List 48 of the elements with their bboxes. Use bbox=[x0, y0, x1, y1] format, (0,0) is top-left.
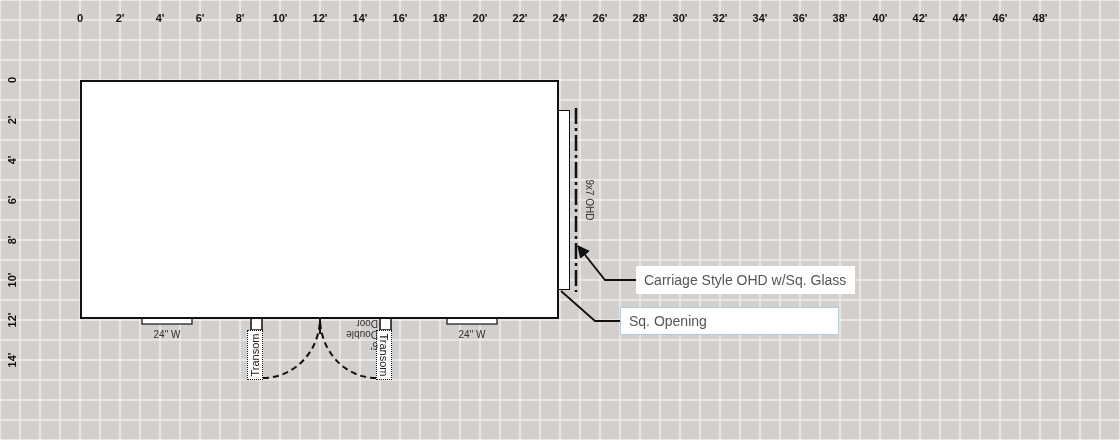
ruler-label: 24' bbox=[552, 12, 568, 24]
ruler-label: 16' bbox=[392, 12, 408, 24]
ruler-label: 32' bbox=[712, 12, 728, 24]
callout-text: Sq. Opening bbox=[629, 313, 707, 329]
ruler-label: 10' bbox=[6, 272, 18, 288]
ruler-label: 10' bbox=[272, 12, 288, 24]
building-outline bbox=[80, 80, 559, 319]
ruler-label: 48' bbox=[1032, 12, 1048, 24]
leader-line bbox=[577, 245, 637, 281]
ruler-label: 0 bbox=[76, 12, 84, 24]
leader-line bbox=[560, 290, 621, 322]
ruler-label: 2' bbox=[115, 12, 125, 24]
ruler-label: 4' bbox=[155, 12, 165, 24]
ruler-label: 12' bbox=[6, 312, 18, 328]
door-opening bbox=[558, 110, 570, 290]
ruler-label: 28' bbox=[632, 12, 648, 24]
ruler-label: 36' bbox=[792, 12, 808, 24]
door-size-label: 9x7 OHD bbox=[583, 179, 595, 221]
transom-label: Transom bbox=[378, 333, 390, 377]
overhead-door-line bbox=[572, 108, 580, 292]
ruler-label: 40' bbox=[872, 12, 888, 24]
ruler-label: 20' bbox=[472, 12, 488, 24]
ruler-label: 26' bbox=[592, 12, 608, 24]
dimension-label: 24" W bbox=[458, 329, 486, 340]
ruler-label: 6' bbox=[195, 12, 205, 24]
ruler-label: 14' bbox=[6, 352, 18, 368]
callout-box bbox=[620, 307, 839, 335]
ruler-label: 6' bbox=[6, 195, 18, 205]
dimension-label: 24" W bbox=[153, 329, 181, 340]
ruler-label: 4' bbox=[6, 155, 18, 165]
ruler-label: 2' bbox=[6, 115, 18, 125]
ruler-label: 12' bbox=[312, 12, 328, 24]
ruler-label: 44' bbox=[952, 12, 968, 24]
ruler-label: 46' bbox=[992, 12, 1008, 24]
callout-text: Carriage Style OHD w/Sq. Glass bbox=[644, 272, 847, 288]
ruler-label: 30' bbox=[672, 12, 688, 24]
ruler-label: 34' bbox=[752, 12, 768, 24]
ruler-label: 18' bbox=[432, 12, 448, 24]
door-label: 6' Double Door bbox=[348, 318, 378, 351]
ruler-label: 8' bbox=[235, 12, 245, 24]
ruler-label: 8' bbox=[6, 235, 18, 245]
callout-box bbox=[636, 266, 855, 294]
ruler-label: 42' bbox=[912, 12, 928, 24]
transom-label: Transom bbox=[249, 333, 261, 377]
ruler-label: 14' bbox=[352, 12, 368, 24]
ruler-label: 0 bbox=[6, 76, 18, 84]
ruler-label: 38' bbox=[832, 12, 848, 24]
ruler-label: 22' bbox=[512, 12, 528, 24]
